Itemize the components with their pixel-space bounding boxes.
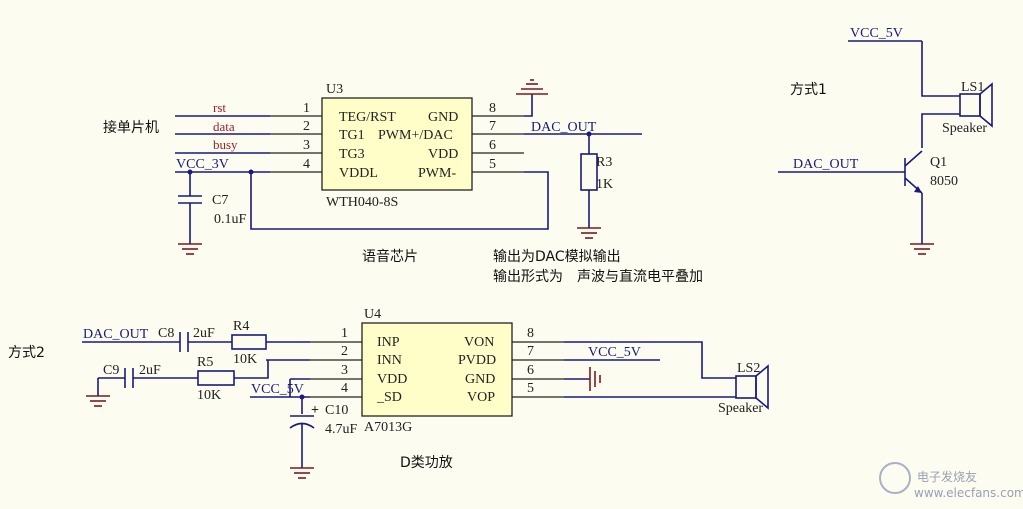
c8-ref: C8 — [158, 326, 174, 341]
c7-capacitor: C7 0.1uF — [178, 169, 549, 255]
u4-pin-2-num: 2 — [341, 344, 348, 359]
u4-pin-6-name: GND — [465, 372, 495, 387]
q1-ref: Q1 — [930, 155, 947, 170]
class-d-amp-label: D类功放 — [400, 455, 453, 471]
r4-value: 10K — [233, 352, 257, 367]
note-output-form: 输出形式为 声波与直流电平叠加 — [493, 268, 703, 285]
u4-pin-4-name: _SD — [376, 390, 402, 405]
c10-value: 4.7uF — [325, 422, 358, 437]
u4-pin-7-num: 7 — [527, 344, 534, 359]
u4-pin-8-name: VON — [464, 335, 494, 350]
u3-pin-4-name: VDDL — [339, 166, 378, 181]
u3-pin-3-name: TG3 — [339, 147, 365, 162]
ls2-ref: LS2 — [737, 361, 760, 376]
c7-ref: C7 — [212, 193, 228, 208]
watermark-brand: 电子发烧友 — [917, 469, 977, 484]
u3-pin-2-num: 2 — [303, 119, 310, 134]
watermark: 电子发烧友 www.elecfans.com — [879, 462, 1023, 500]
ls2-speaker-label: Speaker — [718, 401, 763, 416]
net-rst: rst — [213, 100, 226, 115]
u3-pin-8-name: GND — [428, 110, 458, 125]
voice-chip-label: 语音芯片 — [362, 248, 418, 265]
ls1-ref: LS1 — [961, 80, 984, 95]
q1-part: 8050 — [930, 174, 958, 189]
mode1-title: 方式1 — [790, 82, 827, 98]
r3-ref: R3 — [596, 155, 612, 170]
u3-voice-chip: U3 WTH040-8S 1 2 3 4 TEG/RST TG1 TG3 VDD… — [270, 82, 524, 210]
mode1-dac-out: DAC_OUT — [793, 157, 859, 172]
r4-resistor — [231, 334, 267, 350]
mcu-label: 接单片机 — [103, 119, 159, 136]
net-busy: busy — [213, 137, 238, 152]
c10-polarity: + — [311, 403, 319, 418]
u3-pin-2-name: TG1 — [339, 128, 365, 143]
u4-pin-3-num: 3 — [341, 363, 348, 378]
mode2-vcc-5v-sd: VCC_5V — [251, 382, 304, 397]
u3-pin-6-num: 6 — [489, 138, 496, 153]
r4-ref: R4 — [233, 319, 249, 334]
u3-pin-3-num: 3 — [303, 138, 310, 153]
u3-ref: U3 — [326, 82, 343, 97]
mode2-output-network: VCC_5V LS2 Speaker — [564, 341, 769, 416]
c10-ref: C10 — [325, 403, 348, 418]
u4-pin-5-num: 5 — [527, 381, 534, 396]
u3-mcu-nets: rst data busy VCC_3V 接单片机 — [103, 100, 270, 173]
u3-body — [321, 97, 473, 191]
c7-value: 0.1uF — [214, 212, 247, 227]
ls2-speaker-body — [735, 375, 757, 399]
mode1-vcc-5v: VCC_5V — [850, 26, 903, 41]
u4-pin-5-name: VOP — [467, 390, 495, 405]
c9-ref: C9 — [103, 363, 119, 378]
mode2-vcc-5v-pvdd: VCC_5V — [588, 345, 641, 360]
r3-resistor — [580, 153, 598, 191]
u3-pin-6-name: VDD — [428, 147, 458, 162]
watermark-url: www.elecfans.com — [914, 486, 1023, 500]
u3-pin-5-num: 5 — [489, 157, 496, 172]
mode2-title: 方式2 — [8, 345, 45, 361]
r5-ref: R5 — [197, 355, 213, 370]
u3-pin-5-name: PWM- — [418, 166, 456, 181]
ls2-speaker-cone — [755, 364, 769, 410]
u3-pin-7-name: PWM+/DAC — [378, 128, 453, 143]
ls1-speaker-label: Speaker — [942, 121, 987, 136]
c8-value: 2uF — [193, 326, 215, 341]
u4-part: A7013G — [364, 420, 412, 435]
u4-pin-4-num: 4 — [341, 381, 348, 396]
u3-pin-8-num: 8 — [489, 101, 496, 116]
r5-resistor — [197, 370, 235, 386]
net-data: data — [213, 119, 235, 134]
note-dac-output: 输出为DAC模拟输出 — [493, 249, 621, 265]
u4-pin-6-num: 6 — [527, 363, 534, 378]
dac-out-r3: DAC_OUT R3 1K — [524, 120, 642, 239]
r5-value: 10K — [197, 388, 221, 403]
mode2-dac-out: DAC_OUT — [83, 327, 149, 342]
u4-pin-1-num: 1 — [341, 326, 348, 341]
ls1-speaker-body — [959, 93, 981, 117]
mode2-input-network: 方式2 DAC_OUT C8 2uF R4 10K C9 2uF R5 10K — [8, 319, 310, 407]
u4-pin-2-name: INN — [377, 353, 402, 368]
u3-pin-7-num: 7 — [489, 119, 496, 134]
u4-pin-8-num: 8 — [527, 326, 534, 341]
r3-value: 1K — [596, 177, 613, 192]
net-vcc-3v: VCC_3V — [176, 157, 229, 172]
u4-body — [361, 322, 513, 417]
mode1-transistor-circuit: 方式1 VCC_5V LS1 Speaker DAC_OUT Q1 8050 — [778, 26, 993, 255]
u4-pin-1-name: INP — [377, 335, 400, 350]
u3-gnd — [516, 79, 548, 117]
u3-part: WTH040-8S — [326, 195, 398, 210]
ls1-speaker-cone — [979, 82, 993, 128]
mode2-supply-c10: VCC_5V + C10 4.7uF — [250, 378, 358, 479]
watermark-logo-icon — [879, 462, 911, 494]
u3-pin-1-num: 1 — [303, 101, 310, 116]
u3-pin-1-name: TEG/RST — [339, 110, 396, 125]
u4-pin-3-name: VDD — [377, 372, 407, 387]
u3-pin-4-num: 4 — [303, 157, 310, 172]
u4-class-d-amp: U4 A7013G 1 2 3 4 INP INN VDD _SD 8 7 6 … — [310, 307, 564, 435]
net-dac-out-u3: DAC_OUT — [531, 120, 597, 135]
c9-value: 2uF — [139, 363, 161, 378]
u4-pin-7-name: PVDD — [458, 353, 496, 368]
u4-ref: U4 — [364, 307, 381, 322]
